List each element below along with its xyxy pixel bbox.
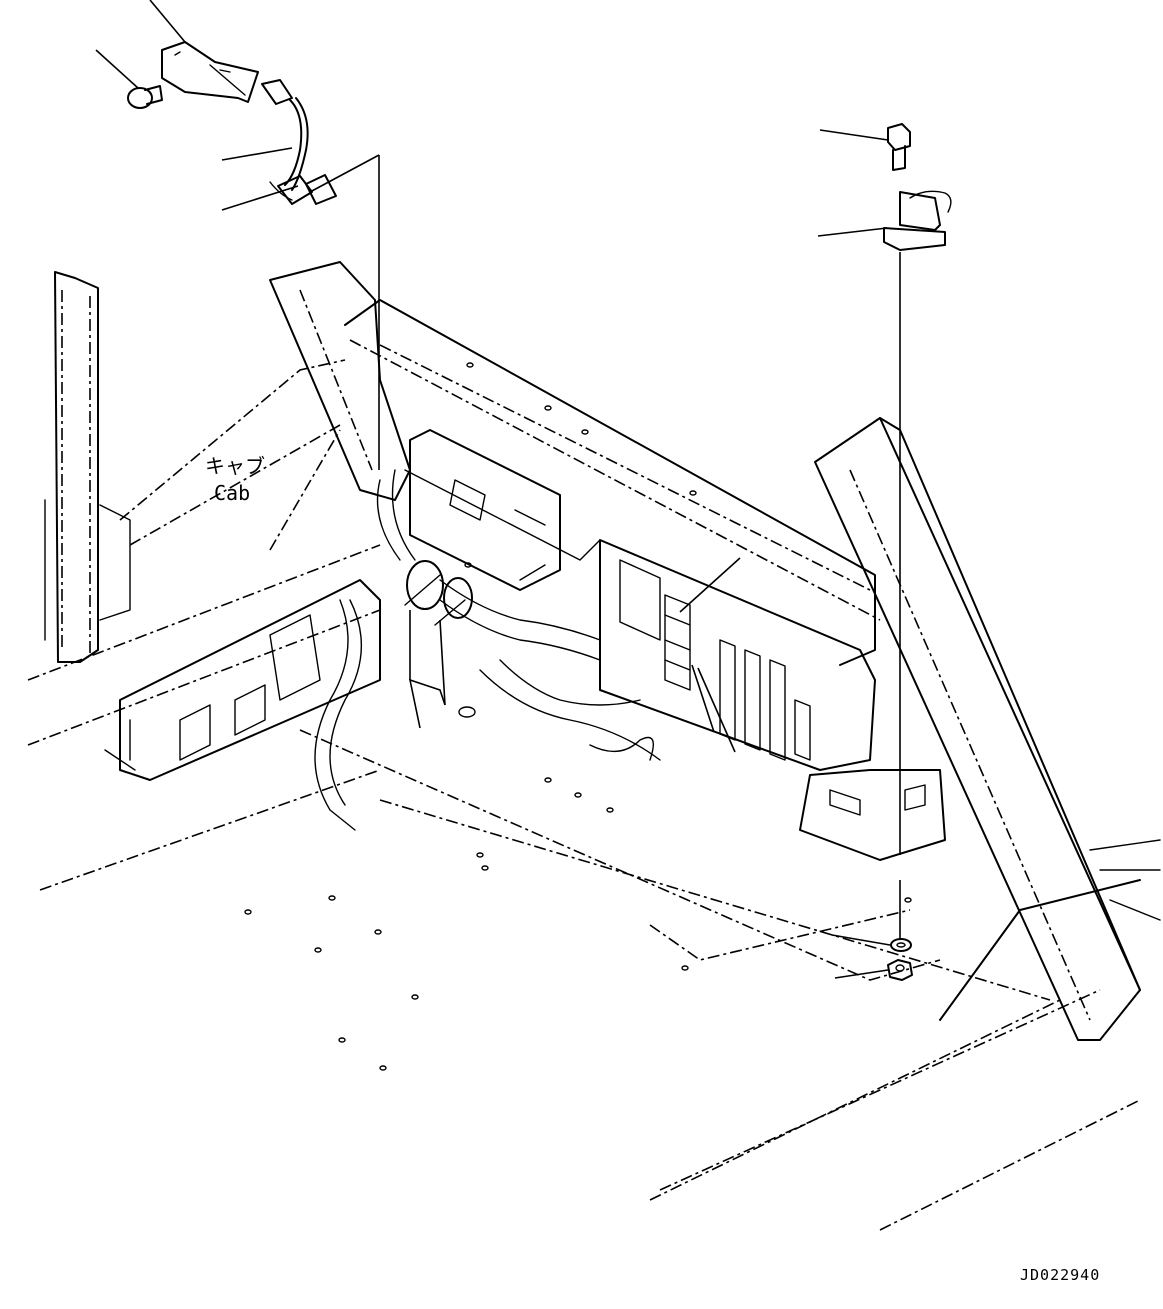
drawing-number: JD022940 <box>1020 1266 1100 1284</box>
bolt-top-right <box>887 123 911 171</box>
cab-label-en: Cab <box>214 481 250 505</box>
floor-holes <box>244 362 912 1071</box>
fuse-relay-box <box>599 539 876 771</box>
nut <box>887 959 913 981</box>
controller-box <box>409 429 561 591</box>
rear-panel <box>344 299 881 666</box>
cab-label-jp: キャブ <box>205 454 265 478</box>
relay-module <box>883 190 952 251</box>
assembly-lines <box>378 155 901 940</box>
wiring-harness <box>314 469 661 831</box>
bolt-top-left <box>127 85 163 109</box>
rear-pillar-left <box>269 261 411 501</box>
cab-pillar-left <box>44 271 131 663</box>
rear-pillar-right <box>814 417 1161 1041</box>
grommets <box>404 560 473 626</box>
leader-lines <box>95 0 891 979</box>
washer <box>890 938 912 952</box>
lower-controller <box>104 579 381 781</box>
right-bracket <box>799 769 946 861</box>
cab-floor-frame <box>27 359 1141 1231</box>
mounting-bracket <box>161 41 259 103</box>
sub-harness <box>261 79 337 205</box>
